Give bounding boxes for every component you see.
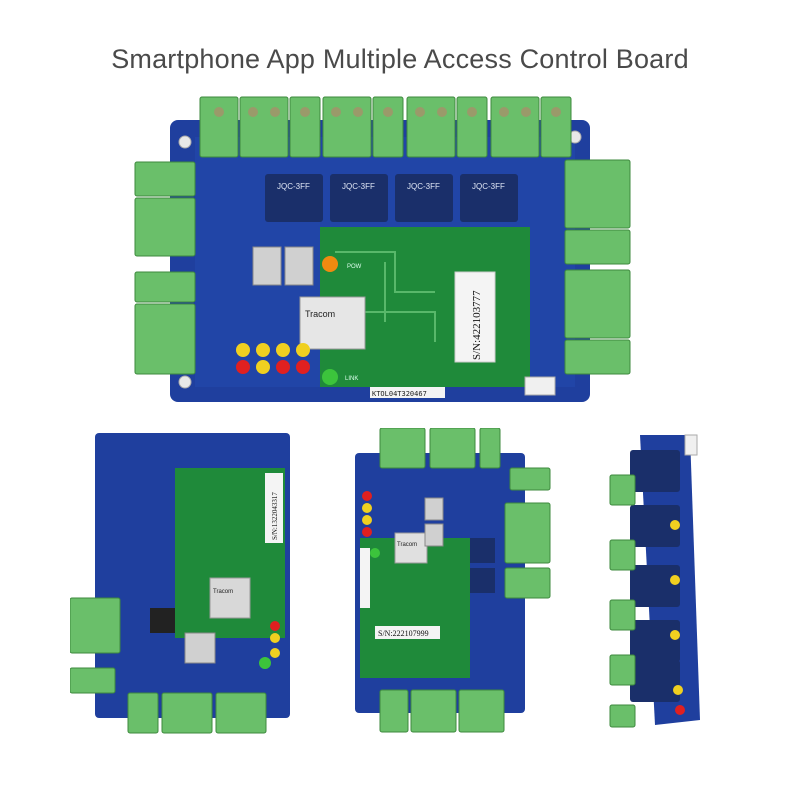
main-top-terminals — [199, 96, 572, 158]
main-board-photo: JQC-3FF JQC-3FF JQC-3FF JQC-3FF S/N:4221… — [125, 92, 635, 412]
four-door-right-terminals — [504, 467, 551, 599]
relay-label: JQC-3FF — [277, 182, 310, 191]
four-door-bottom-terminals — [379, 689, 505, 733]
two-door-terminals — [70, 597, 267, 734]
relay-board-terminals — [609, 474, 636, 728]
main-right-terminals — [564, 159, 631, 375]
main-left-terminals — [134, 161, 196, 375]
power-led-label: POW — [347, 264, 362, 270]
main-relays: JQC-3FF JQC-3FF JQC-3FF JQC-3FF — [265, 174, 518, 222]
four-door-board-photo: Tracom S/N:222107999 — [345, 428, 555, 738]
relay-board-photo — [600, 430, 710, 730]
main-serial-label: S/N:422103777 — [471, 290, 483, 360]
link-led-label: LINK — [345, 376, 358, 382]
four-door-serial-label: S/N:222107999 — [378, 629, 429, 638]
four-door-top-terminals — [379, 428, 501, 469]
relay-label: JQC-3FF — [407, 182, 440, 191]
relay-board-leds — [670, 520, 685, 715]
relay-label: JQC-3FF — [472, 182, 505, 191]
relay-label: JQC-3FF — [342, 182, 375, 191]
relay-stack — [630, 450, 680, 702]
two-door-leds — [259, 621, 280, 669]
main-leds — [236, 256, 338, 385]
two-door-board-photo: S/N:1322043317 Tracom — [70, 428, 300, 738]
module-brand: Tracom — [305, 309, 335, 319]
page-title: Smartphone App Multiple Access Control B… — [111, 44, 689, 74]
two-door-module-brand: Tracom — [213, 589, 233, 595]
main-bottom-code: KTOL04T320467 — [372, 390, 427, 398]
four-door-module-brand: Tracom — [397, 542, 417, 548]
two-door-serial-label: S/N:1322043317 — [271, 492, 279, 540]
four-door-leds — [362, 491, 380, 558]
